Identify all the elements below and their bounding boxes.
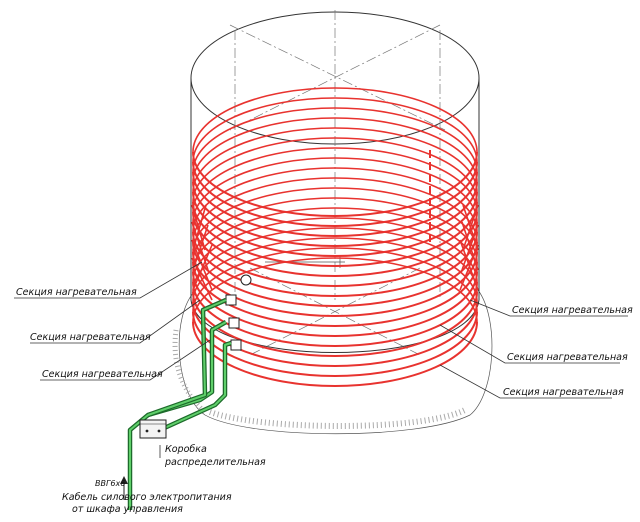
label-left-section-3: Секция нагревательная — [42, 369, 163, 380]
label-box-line1: Коробка — [165, 444, 207, 455]
coil-loop-front — [192, 201, 478, 267]
label-cable-type: ВВГ6х6 — [95, 479, 125, 488]
coil-loop-front — [192, 261, 478, 327]
coil-loop-front — [192, 301, 478, 367]
coil-loop-front — [192, 231, 478, 297]
coil-loop-back — [192, 87, 478, 153]
label-power-cable-line1: Кабель силового электропитания — [62, 492, 232, 503]
coil-loop-back — [192, 187, 478, 253]
leader-lines — [14, 261, 628, 458]
coil-loop-back — [192, 157, 478, 223]
coil-loop-front — [192, 171, 478, 237]
coil-loop-back — [192, 147, 478, 213]
label-power-cable-line2: от шкафа управления — [72, 504, 183, 515]
label-box-line2: распределительная — [164, 457, 266, 468]
distribution-box — [139, 419, 167, 439]
coil-loop-front — [192, 281, 478, 347]
label-left-section-2: Секция нагревательная — [30, 332, 151, 343]
coil-loop-front — [192, 321, 478, 387]
coil-loop-front — [192, 241, 478, 307]
tank-bottom-front — [190, 299, 480, 353]
label-right-section-3: Секция нагревательная — [503, 387, 624, 398]
coil-loop-back — [192, 177, 478, 243]
label-right-section-1: Секция нагревательная — [512, 305, 633, 316]
coil-loop-back — [192, 237, 478, 303]
coil-loop-front — [192, 311, 478, 377]
coil-loop-back — [192, 97, 478, 163]
coil-loop-back — [192, 227, 478, 293]
coil-loop-front — [192, 151, 478, 217]
coil-loop-front — [192, 271, 478, 337]
power-cables — [127, 297, 232, 510]
coil-loop-back — [192, 107, 478, 173]
label-right-section-2: Секция нагревательная — [507, 352, 628, 363]
coil-loop-front — [192, 161, 478, 227]
cable-entry-arrow — [120, 476, 128, 500]
coil-loop-front — [192, 181, 478, 247]
coil-loop-back — [192, 167, 478, 233]
foundation — [172, 289, 493, 435]
coil-loop-back — [192, 117, 478, 183]
coil-loop-front — [192, 191, 478, 257]
coil-crosshatch-right — [459, 204, 479, 291]
coil-crosshatch-left — [191, 204, 213, 301]
coil-loop-back — [192, 137, 478, 203]
coil-loop-back — [192, 197, 478, 263]
label-left-section-1: Секция нагревательная — [16, 287, 137, 298]
coil-loop-front — [192, 291, 478, 357]
coil-loop-back — [192, 127, 478, 193]
